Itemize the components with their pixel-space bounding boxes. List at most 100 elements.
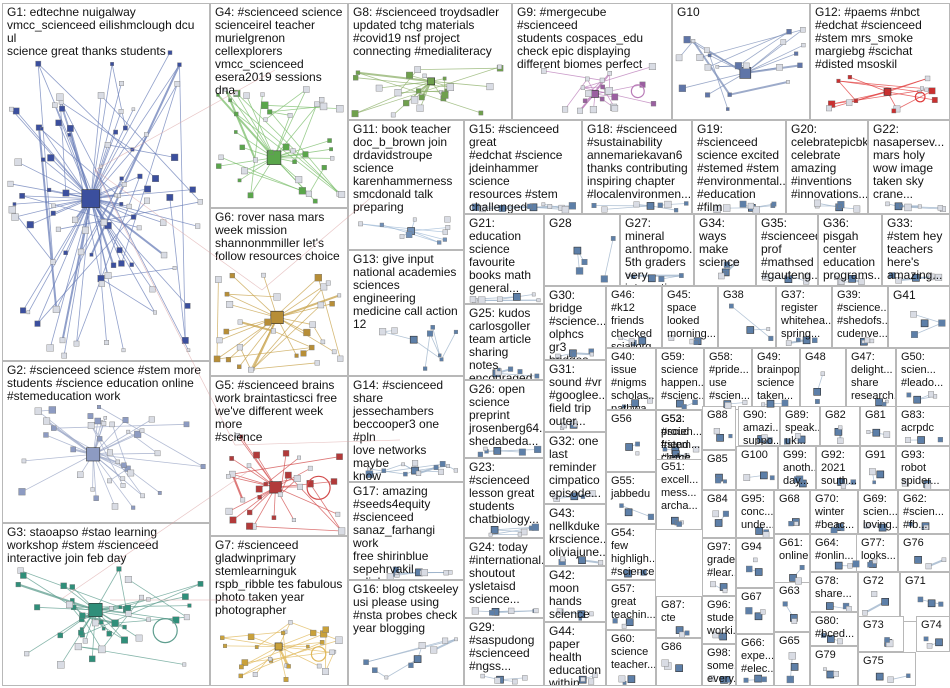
graph-edge — [95, 599, 149, 611]
group-cell-g64: G64: #onlin... — [810, 534, 862, 572]
graph-edge — [914, 322, 943, 335]
graph-node — [573, 423, 578, 428]
graph-node — [43, 432, 49, 438]
group-graph-g24 — [471, 607, 539, 616]
graph-edge — [90, 109, 134, 199]
group-graph-g60 — [618, 675, 636, 685]
group-graph-g36 — [833, 274, 865, 285]
graph-node — [577, 107, 584, 114]
graph-node — [517, 532, 522, 537]
graph-node — [733, 260, 739, 266]
group-label-g97: G97: grade #lear... — [707, 541, 736, 579]
graph-node — [89, 252, 94, 257]
group-label-g93: G93: robot spider... — [901, 449, 940, 487]
group-cell-g20: G20: celebratepicbks celebrate amazing #… — [786, 120, 868, 214]
graph-hub-node — [766, 399, 775, 408]
graph-node — [662, 446, 668, 452]
graph-node — [691, 39, 696, 43]
graph-node — [331, 349, 337, 355]
group-cell-g18: G18: #scienceed #sustainability annemari… — [582, 120, 692, 214]
graph-hub-node — [675, 664, 683, 673]
group-graph-g84 — [712, 510, 729, 527]
graph-hub-node — [802, 336, 811, 345]
group-graph-g16 — [363, 637, 458, 680]
graph-node — [760, 609, 766, 615]
graph-hub-node — [872, 428, 881, 437]
graph-node — [167, 50, 173, 55]
graph-node — [329, 147, 334, 152]
graph-node — [271, 515, 277, 520]
group-label-g88: G88 — [707, 409, 728, 421]
graph-node — [588, 678, 595, 685]
graph-node — [122, 417, 129, 423]
graph-node — [722, 588, 728, 594]
group-label-g96: G96: stude... worki... — [707, 599, 736, 637]
group-label-g62: G62: #scien... #fb... — [903, 493, 944, 531]
graph-hub-node — [826, 635, 835, 643]
graph-node — [186, 348, 191, 353]
graph-node — [79, 612, 86, 619]
group-label-g20: G20: celebratepicbks celebrate amazing #… — [791, 122, 868, 201]
group-graph-g44 — [578, 672, 598, 685]
group-cell-g30: G30: bridge #science... olphcs gr3 bridg… — [544, 286, 606, 360]
group-graph-g68 — [788, 518, 800, 527]
graph-edge — [22, 195, 91, 199]
graph-edge — [69, 604, 176, 621]
group-cell-g44: G44: paper health education within... — [544, 622, 606, 686]
group-graph-g61 — [789, 565, 805, 585]
group-graph-g43 — [558, 556, 604, 565]
group-cell-g33: G33: #stem hey teachers here's amazing..… — [882, 214, 950, 286]
graph-node — [437, 468, 444, 475]
group-graph-g77 — [867, 558, 878, 568]
graph-node — [433, 464, 439, 470]
graph-node — [336, 104, 344, 113]
graph-node — [483, 446, 488, 451]
graph-node — [768, 335, 774, 341]
graph-node — [786, 273, 791, 277]
graph-node — [707, 53, 712, 58]
group-label-g28: G28 — [549, 216, 572, 230]
group-graph-g32 — [552, 490, 596, 502]
group-cell-g12: G12: #paems #nbct #edchat #scienceed #st… — [810, 3, 950, 120]
graph-node — [137, 173, 143, 179]
graph-node — [531, 292, 536, 297]
graph-edge — [264, 105, 340, 195]
group-graph-g42 — [556, 608, 594, 621]
graph-hub-node — [270, 310, 284, 324]
graph-node — [788, 652, 796, 660]
graph-node — [286, 664, 291, 669]
graph-hub-node — [813, 387, 821, 396]
graph-node — [255, 485, 263, 493]
graph-node — [183, 421, 190, 428]
graph-node — [901, 479, 909, 487]
graph-node — [489, 610, 495, 616]
graph-node — [160, 251, 168, 259]
graph-node — [477, 451, 483, 457]
graph-node — [26, 221, 34, 229]
group-cell-g21: G21: education science favourite books m… — [464, 214, 544, 304]
graph-self-loop — [914, 91, 926, 103]
graph-node — [322, 668, 329, 675]
graph-edge — [240, 658, 271, 677]
graph-node — [589, 352, 594, 357]
graph-edge — [838, 80, 920, 93]
graph-node — [14, 158, 22, 166]
graph-node — [794, 521, 799, 526]
graph-edge — [682, 72, 746, 89]
group-label-g34: G34: ways make science — [699, 216, 740, 269]
graph-node — [118, 260, 125, 267]
graph-node — [240, 497, 246, 503]
group-cell-g93: G93: robot spider... — [896, 446, 950, 490]
graph-node — [786, 675, 794, 684]
graph-node — [291, 517, 296, 522]
group-label-g4: G4: #scienceed science scienceirel teach… — [215, 5, 343, 97]
graph-hub-node — [754, 612, 763, 621]
graph-edge — [357, 71, 432, 83]
graph-node — [812, 337, 818, 343]
graph-node — [263, 117, 268, 122]
graph-hub-node — [883, 88, 892, 96]
group-label-g10: G10 — [677, 5, 700, 19]
graph-node — [170, 153, 179, 162]
group-label-g26: G26: open science preprint jrosenberg64.… — [469, 382, 544, 448]
graph-node — [833, 671, 840, 677]
